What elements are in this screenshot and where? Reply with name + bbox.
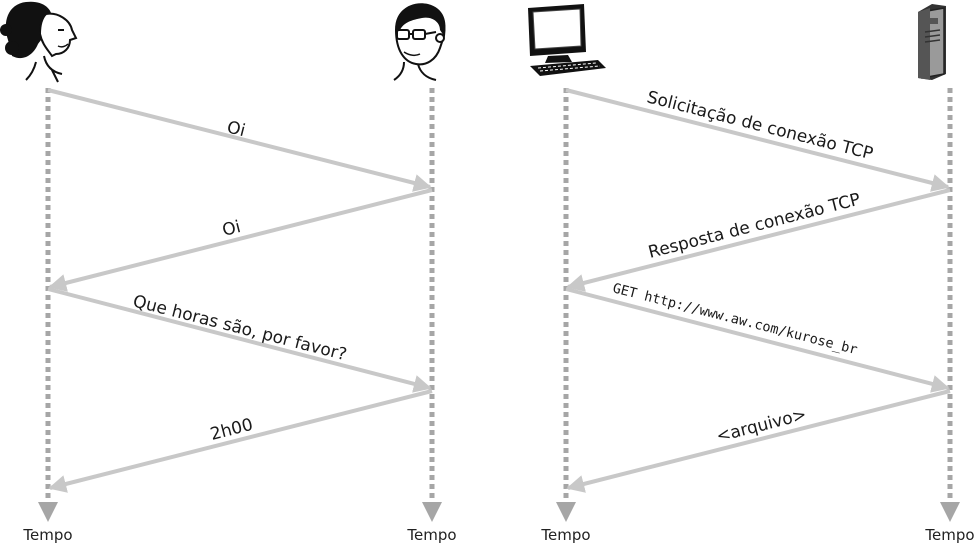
arrow-file-response — [566, 389, 951, 493]
time-label-left-2: Tempo — [406, 526, 456, 544]
label-time-request: Que horas são, por favor? — [131, 291, 349, 365]
time-label-left-1: Tempo — [22, 526, 72, 544]
label-get-request: GET http://www.aw.com/kurose_br — [611, 280, 859, 358]
arrow-tcp-response — [566, 188, 951, 292]
man-with-glasses-icon — [393, 3, 446, 81]
time-label-right-2: Tempo — [924, 526, 974, 544]
label-hi-response: Oi — [220, 217, 242, 241]
time-label-right-1: Tempo — [540, 526, 590, 544]
arrow-get-request — [565, 287, 950, 393]
woman-icon — [0, 1, 78, 83]
arrow-hi-request — [47, 88, 432, 192]
label-tcp-request: Solicitação de conexão TCP — [645, 87, 875, 164]
arrow-time-response — [48, 389, 433, 493]
label-tcp-response: Resposta de conexão TCP — [646, 190, 862, 263]
server-icon — [918, 4, 946, 80]
arrow-hi-response — [48, 188, 433, 292]
arrow-tcp-request — [565, 88, 950, 192]
computer-icon — [528, 4, 606, 76]
arrow-time-request — [47, 287, 432, 393]
label-hi-request: Oi — [225, 117, 247, 141]
